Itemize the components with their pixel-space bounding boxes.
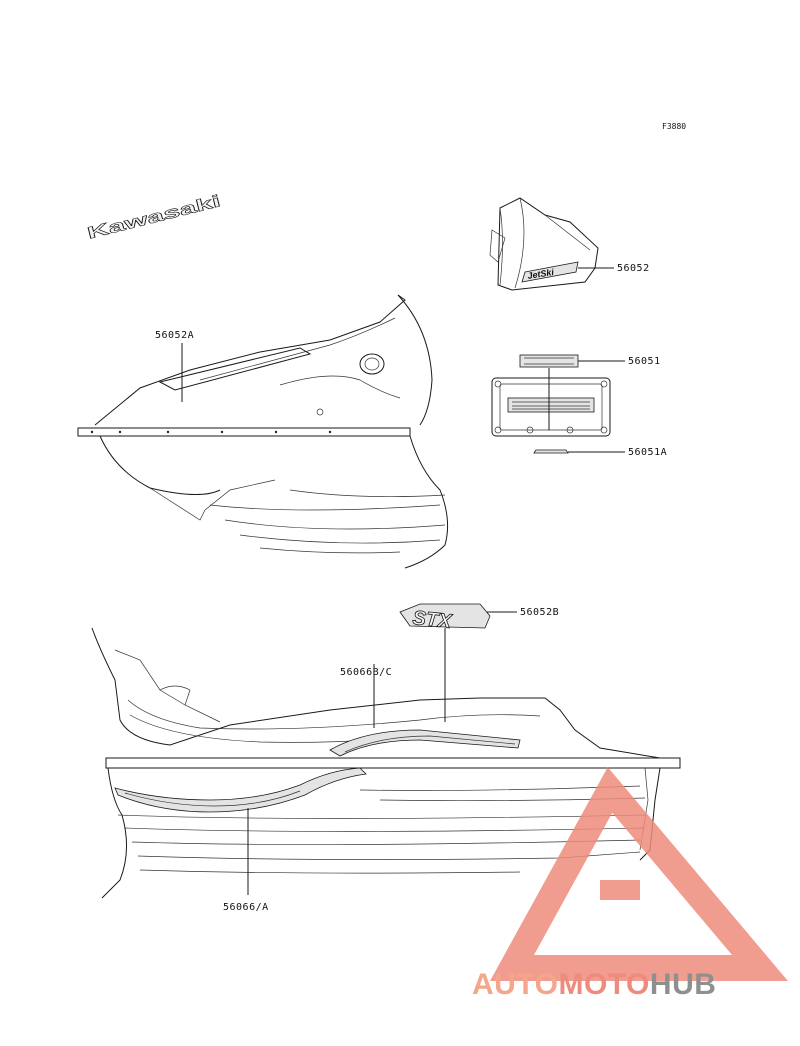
svg-text:AUTOMOTOHUB: AUTOMOTOHUB: [472, 968, 716, 1001]
kawasaki-decal: Kawasaki: [85, 192, 222, 243]
watermark-auto: AUTO: [472, 968, 558, 1001]
figure-code: F3880: [662, 122, 686, 131]
rail-rivets: [90, 430, 332, 434]
engine-cover-part: [491, 354, 611, 454]
watermark-logo: [490, 767, 788, 981]
watermark-moto: MOTO: [558, 968, 649, 1001]
decal-56051: [519, 354, 579, 368]
decal-56051A: [533, 449, 569, 454]
callout-56051A: 56051A: [628, 447, 667, 458]
callout-56052A: 56052A: [155, 330, 194, 341]
callout-56052: 56052: [617, 263, 650, 274]
stripe-56066A: [114, 767, 367, 813]
stripe-56066BC: [329, 729, 521, 757]
callout-56051: 56051: [628, 356, 661, 367]
front-cowl-part: JetSki: [489, 197, 599, 291]
stx-decal: STX: [411, 607, 454, 633]
callout-56052B: 56052B: [520, 607, 559, 618]
callout-56066A: 56066/A: [223, 902, 269, 913]
watermark-hub: HUB: [650, 968, 717, 1001]
watermark-text: AUTOMOTOHUB: [472, 968, 716, 1001]
hull-front-view: Kawasaki: [77, 192, 449, 569]
stx-badge-part: STX: [399, 603, 491, 634]
jetski-decal: JetSki: [527, 267, 555, 281]
callout-56066BC: 56066B/C: [340, 667, 392, 678]
